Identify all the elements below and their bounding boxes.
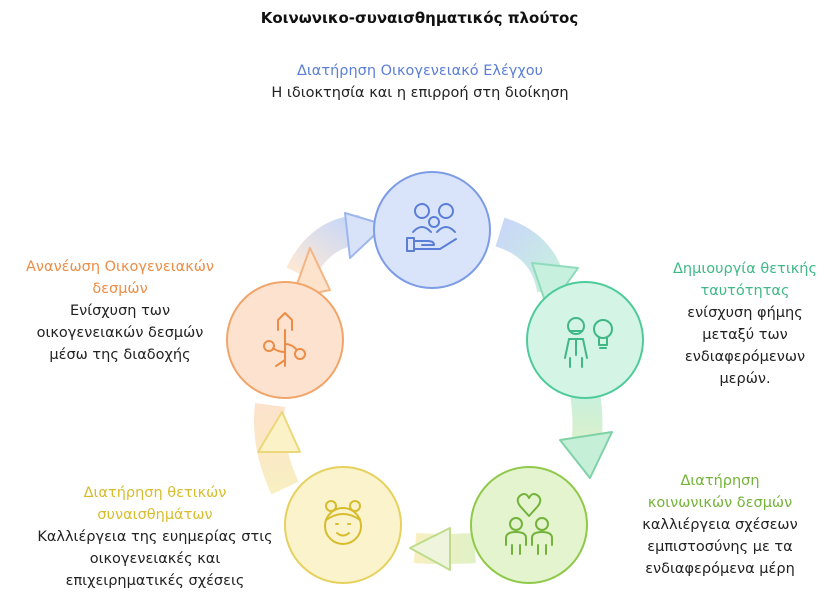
stage-title-4: Διατήρηση θετικών συναισθημάτων: [83, 485, 227, 523]
arrow-to-orange: [257, 411, 301, 453]
person-lightbulb-icon: [564, 317, 613, 368]
stage-label-1: Διατήρηση Οικογενειακό Ελέγχου Η ιδιοκτη…: [230, 60, 610, 104]
arrow-to-lime: [559, 431, 613, 479]
house-tree-icon: [263, 312, 306, 367]
family-hand-icon: [406, 203, 457, 252]
stage-label-2: Δημιουργία θετικής ταυτότητας ενίσχυση φ…: [655, 258, 835, 390]
stage-description-5: Ενίσχυση των οικογενειακών δεσμών μέσω τ…: [36, 303, 204, 363]
stage-title-2: Δημιουργία θετικής ταυτότητας: [673, 261, 817, 299]
node-yellow: [284, 466, 402, 584]
stage-description-4: Καλλιέργεια της ευημερίας στις οικογενει…: [37, 529, 273, 589]
node-blue: [373, 171, 491, 289]
stage-label-3: Διατήρηση κοινωνικών δεσμών καλλιέργεια …: [620, 470, 820, 580]
smiling-face-icon: [324, 500, 362, 545]
stage-description-1: Η ιδιοκτησία και η επιρροή στη διοίκηση: [271, 85, 569, 101]
stage-description-2: ενίσχυση φήμης μεταξύ των ενδιαφερόμενων…: [684, 305, 806, 387]
stage-title-3: Διατήρηση κοινωνικών δεσμών: [647, 473, 793, 511]
arrow-to-yellow: [409, 527, 451, 571]
stage-label-4: Διατήρηση θετικών συναισθημάτων Καλλιέργ…: [30, 482, 280, 592]
node-green: [526, 281, 644, 399]
stage-description-3: καλλιέργεια σχέσεων εμπιστοσύνης με τα ε…: [642, 517, 798, 577]
stage-label-5: Ανανέωση Οικογενειακών δεσμών Ενίσχυση τ…: [10, 256, 230, 366]
node-lime: [470, 466, 588, 584]
stage-title-1: Διατήρηση Οικογενειακό Ελέγχου: [296, 63, 544, 79]
people-heart-icon: [505, 493, 553, 555]
stage-title-5: Ανανέωση Οικογενειακών δεσμών: [26, 259, 214, 297]
page-title: Κοινωνικο-συναισθηματικός πλούτος: [260, 9, 579, 27]
